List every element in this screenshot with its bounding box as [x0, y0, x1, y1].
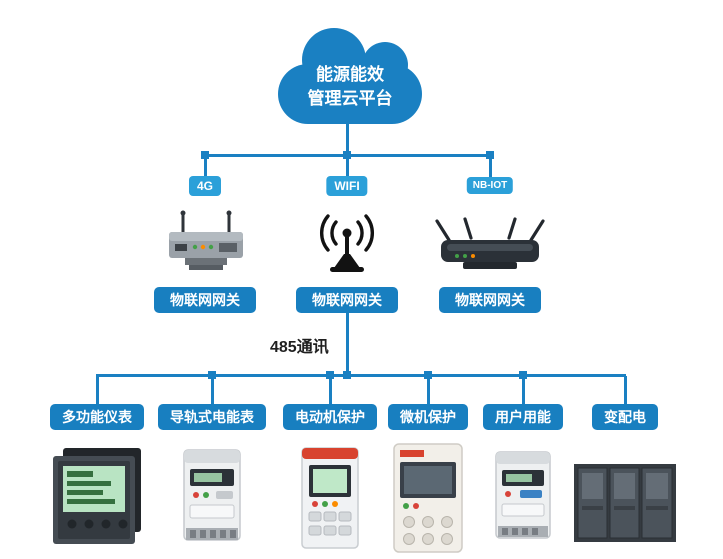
junction-node [519, 371, 527, 379]
distribution-cabinet-image [572, 456, 678, 548]
gateway-label-nbiot: 物联网网关 [439, 287, 541, 313]
junction-node [424, 371, 432, 379]
cloud-platform: 能源能效 管理云平台 [278, 26, 422, 124]
4g-router-icon [159, 208, 251, 276]
junction-node [201, 151, 209, 159]
cloud-icon [278, 28, 422, 124]
gateway-label-wifi: 物联网网关 [296, 287, 398, 313]
connector-drop-wifi [346, 157, 349, 179]
junction-node [343, 151, 351, 159]
device-label-microcomputer-protection: 微机保护 [388, 404, 468, 430]
connector-drop-device-3 [329, 376, 332, 404]
connector-gateway-to-bus [346, 313, 349, 374]
microcomputer-protection-image [389, 442, 467, 554]
junction-node [343, 371, 351, 379]
device-label-din-rail-meter: 导轨式电能表 [158, 404, 266, 430]
bus-485-line [96, 374, 626, 377]
cloud-label-line1: 能源能效 [316, 65, 384, 85]
connector-drop-device-4 [427, 376, 430, 404]
junction-node [326, 371, 334, 379]
connector-drop-device-6 [624, 376, 627, 404]
motor-protection-image [294, 446, 366, 552]
junction-node [486, 151, 494, 159]
user-energy-meter-image [482, 450, 564, 546]
device-label-distribution: 变配电 [592, 404, 658, 430]
cloud-label-line2: 管理云平台 [307, 89, 393, 108]
gateway-label-4g: 物联网网关 [154, 287, 256, 313]
connector-drop-device-2 [211, 376, 214, 404]
device-label-multifunction-meter: 多功能仪表 [50, 404, 144, 430]
din-rail-meter-image [172, 448, 252, 548]
badge-wifi: WIFI [326, 176, 368, 196]
connector-cloud-drop [346, 122, 349, 155]
nb-iot-router-icon [429, 214, 551, 276]
connector-drop-4g [204, 157, 207, 179]
multifunction-meter-image [49, 446, 145, 548]
wifi-antenna-icon [314, 210, 380, 276]
bus-485-label: 485通讯 [270, 339, 329, 356]
badge-4g: 4G [188, 176, 222, 196]
junction-node [208, 371, 216, 379]
device-label-motor-protection: 电动机保护 [283, 404, 377, 430]
connector-drop-device-1 [96, 376, 99, 404]
cloud-platform-label: 能源能效 管理云平台 [278, 26, 422, 124]
connector-drop-device-5 [522, 376, 525, 404]
connector-drop-nbiot [489, 157, 492, 179]
badge-nb-iot: NB-IOT [466, 177, 514, 194]
device-label-user-energy: 用户用能 [483, 404, 563, 430]
